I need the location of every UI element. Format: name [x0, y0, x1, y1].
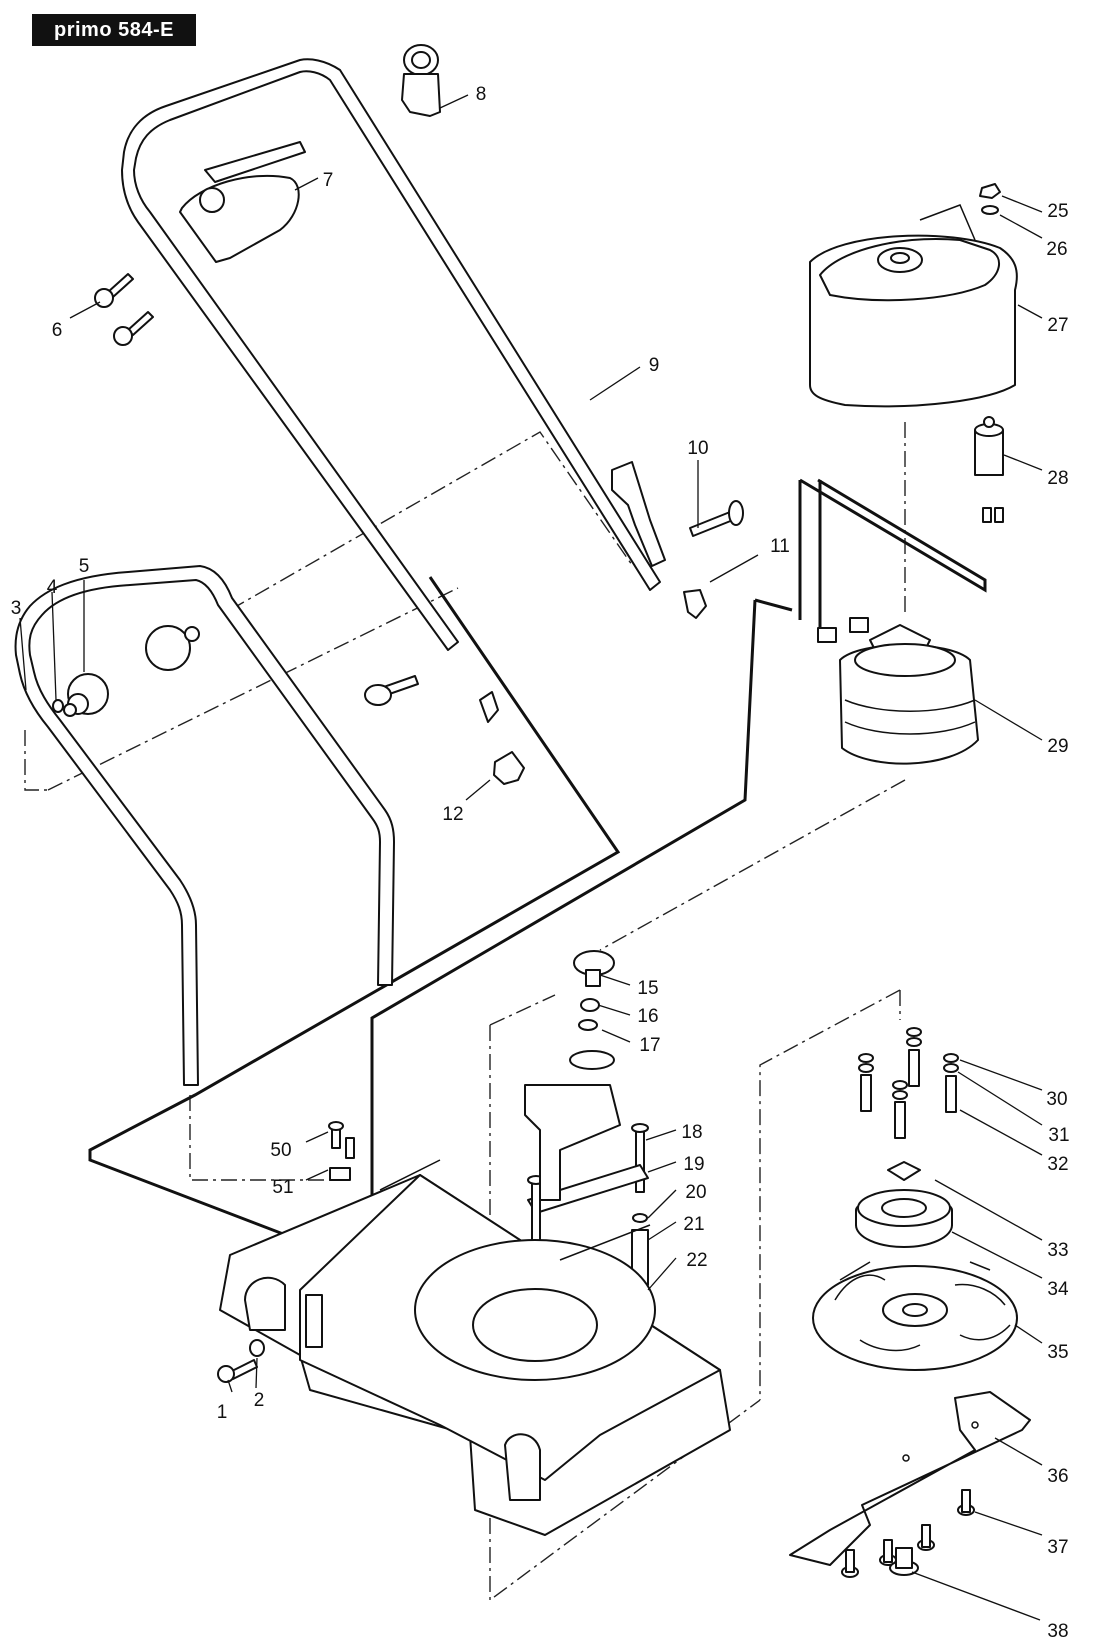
callout-18: 18	[681, 1122, 702, 1143]
cutting-blade	[789, 1391, 1031, 1566]
callout-30: 30	[1046, 1089, 1067, 1110]
model-title-badge: primo 584-E	[32, 14, 196, 46]
cooling-fan	[812, 1261, 1018, 1371]
motor-mount-bolts	[858, 1027, 959, 1139]
callout-19: 19	[683, 1154, 704, 1175]
handle-screws	[94, 273, 154, 346]
callout-5: 5	[79, 556, 90, 577]
handle-clip	[493, 751, 525, 785]
callout-1: 1	[217, 1402, 228, 1423]
callout-8: 8	[476, 84, 487, 105]
callout-4: 4	[47, 577, 58, 598]
callout-3: 3	[11, 598, 22, 619]
callout-7: 7	[323, 170, 334, 191]
assembly-dashed-lines	[24, 422, 906, 1602]
callout-6: 6	[52, 320, 63, 341]
callout-numbers: 1 2 3 4 5 6 7 8 9 10 11 12 15 16 17 18 1…	[11, 84, 1070, 1642]
lower-handle	[14, 565, 395, 1086]
cable-routing	[88, 478, 987, 1271]
capacitor	[974, 416, 1004, 523]
callout-50: 50	[270, 1140, 291, 1161]
motor-cover-group	[809, 183, 1018, 408]
callout-28: 28	[1047, 468, 1068, 489]
callout-37: 37	[1047, 1537, 1068, 1558]
bumper-parts	[569, 950, 615, 1070]
callout-51: 51	[272, 1177, 293, 1198]
cable-holder	[401, 44, 441, 117]
callout-2: 2	[254, 1390, 265, 1411]
callout-33: 33	[1047, 1240, 1068, 1261]
side-screws	[217, 1339, 265, 1383]
callout-17: 17	[639, 1035, 660, 1056]
callout-34: 34	[1047, 1279, 1069, 1300]
blade-hub	[855, 1161, 953, 1248]
handle-knobs	[52, 625, 200, 717]
callout-32: 32	[1047, 1154, 1068, 1175]
callout-25: 25	[1047, 201, 1068, 222]
callout-29: 29	[1047, 736, 1068, 757]
callout-leaders	[19, 94, 1043, 1621]
mower-deck-housing	[219, 1084, 731, 1536]
upper-handle	[121, 58, 666, 651]
callout-16: 16	[637, 1006, 658, 1027]
callout-27: 27	[1047, 315, 1068, 336]
callout-31: 31	[1048, 1125, 1069, 1146]
callout-20: 20	[685, 1182, 706, 1203]
callout-36: 36	[1047, 1466, 1068, 1487]
blade-screws	[841, 1489, 975, 1578]
wing-nut	[479, 589, 707, 723]
callout-12: 12	[442, 804, 463, 825]
callout-38: 38	[1047, 1621, 1068, 1642]
callout-15: 15	[637, 978, 658, 999]
callout-11: 11	[770, 536, 790, 557]
callout-9: 9	[649, 355, 660, 376]
callout-35: 35	[1047, 1342, 1068, 1363]
electric-motor	[817, 617, 979, 765]
callout-10: 10	[687, 438, 708, 459]
callout-22: 22	[686, 1250, 707, 1271]
callout-21: 21	[683, 1214, 704, 1235]
carriage-bolt	[364, 500, 744, 706]
switch-lever	[179, 141, 306, 263]
callout-26: 26	[1046, 239, 1067, 260]
